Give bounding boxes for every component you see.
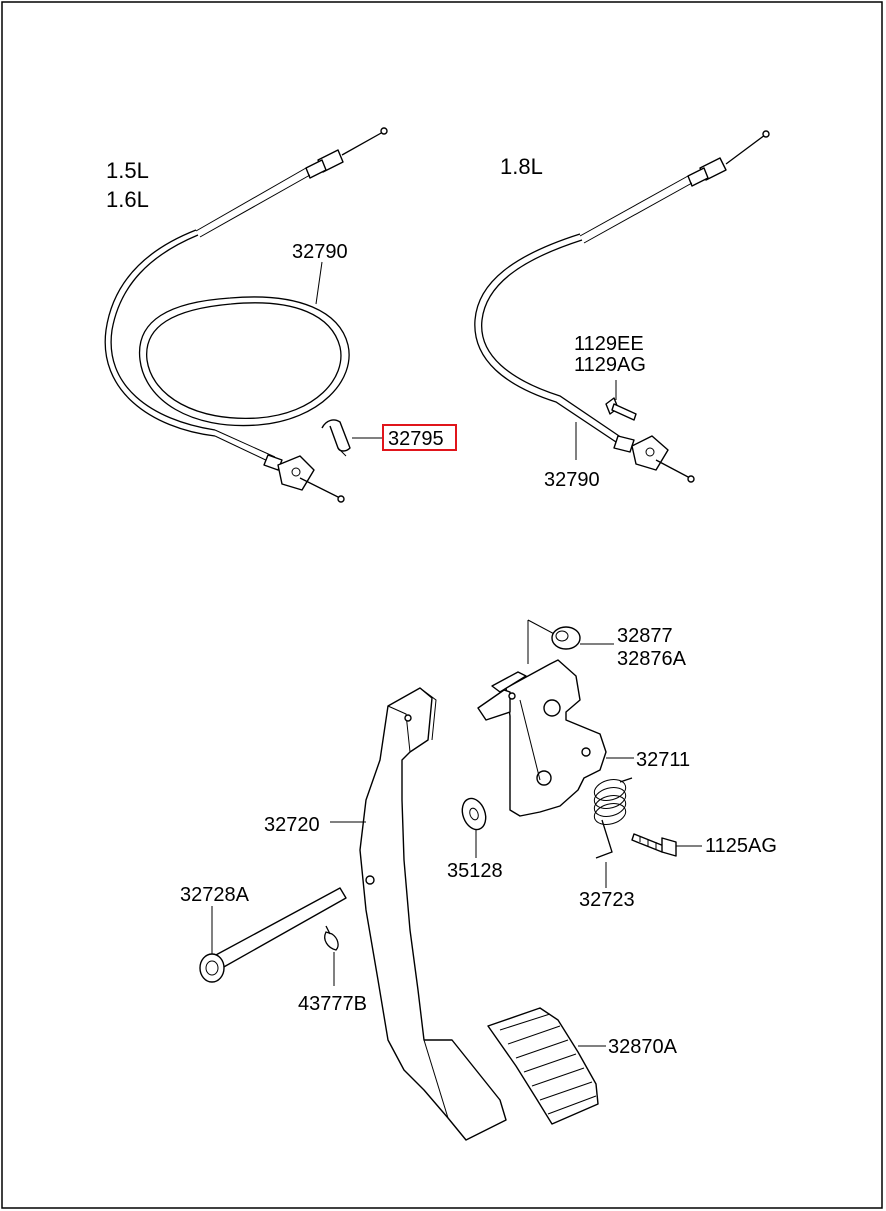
- stopper-32877[interactable]: [551, 626, 581, 650]
- callout-32870A[interactable]: 32870A: [608, 1036, 678, 1058]
- callout-32720[interactable]: 32720: [264, 814, 320, 836]
- engine-label-1-8l: 1.8L: [500, 154, 543, 179]
- pedal-pad-32870A[interactable]: [487, 1007, 599, 1125]
- return-spring-32723[interactable]: [592, 776, 633, 859]
- washer-35128[interactable]: [458, 795, 490, 833]
- callout-1125AG[interactable]: 1125AG: [705, 835, 777, 857]
- callout-1129AG[interactable]: 1129AG: [574, 354, 646, 376]
- callout-32711[interactable]: 32711: [636, 749, 690, 771]
- accelerator-cable-left[interactable]: [104, 127, 388, 503]
- callout-32877[interactable]: 32877: [617, 625, 673, 647]
- pedal-arm-32720[interactable]: [359, 687, 507, 1141]
- callout-32876A[interactable]: 32876A: [617, 648, 687, 670]
- callout-32795[interactable]: 32795: [388, 428, 444, 450]
- callout-1129EE[interactable]: 1129EE: [574, 333, 644, 355]
- engine-label-1-6l: 1.6L: [106, 187, 149, 212]
- bolt-1129[interactable]: [605, 397, 637, 421]
- callout-32790-left[interactable]: 32790: [292, 241, 348, 263]
- retainer-clip-32795[interactable]: [321, 419, 351, 457]
- callout-32790-right[interactable]: 32790: [544, 469, 600, 491]
- split-pin-43777B[interactable]: [324, 925, 339, 951]
- accelerator-cable-right[interactable]: [474, 130, 770, 483]
- pivot-bolt-1125AG[interactable]: [631, 833, 677, 857]
- engine-label-1-5l: 1.5L: [106, 158, 149, 183]
- callout-43777B[interactable]: 43777B: [298, 993, 367, 1015]
- callout-32728A[interactable]: 32728A: [180, 884, 250, 906]
- pivot-pin-32728A[interactable]: [199, 887, 347, 983]
- callout-35128[interactable]: 35128: [447, 860, 503, 882]
- pedal-bracket-32711[interactable]: [477, 619, 607, 817]
- callout-32723[interactable]: 32723: [579, 889, 635, 911]
- highlight-box-32795: [382, 424, 457, 451]
